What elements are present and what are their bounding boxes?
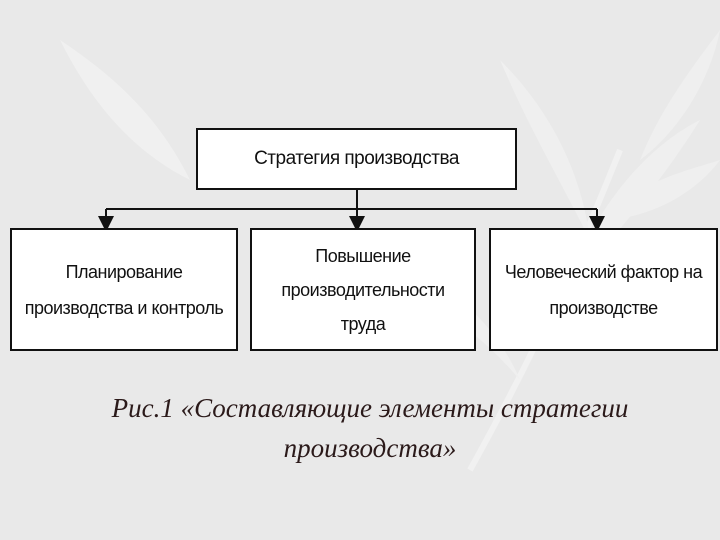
- caption-line-1: Рис.1 «Составляющие элементы стратегии: [111, 393, 629, 423]
- child-node-label: Повышение: [315, 245, 411, 266]
- root-label: Стратегия производства: [254, 148, 459, 169]
- child-node-label: Человеческий фактор на: [504, 261, 703, 282]
- caption-line-2: производства»: [283, 433, 457, 463]
- child-node-label: производительности: [281, 279, 445, 300]
- child-node-productivity: Повышение производительности труда: [250, 228, 476, 351]
- child-node-label: Планирование: [65, 261, 183, 282]
- child-node-human-factor: Человеческий фактор на производстве: [489, 228, 718, 351]
- child-node-planning: Планирование производства и контроль: [10, 228, 238, 351]
- child-node-label: производства и контроль: [24, 297, 224, 318]
- root-node: Стратегия производства: [196, 128, 517, 190]
- child-node-label: труда: [340, 313, 386, 334]
- figure-caption: Рис.1 «Составляющие элементы стратегии п…: [20, 388, 720, 468]
- child-node-label: производстве: [549, 297, 658, 318]
